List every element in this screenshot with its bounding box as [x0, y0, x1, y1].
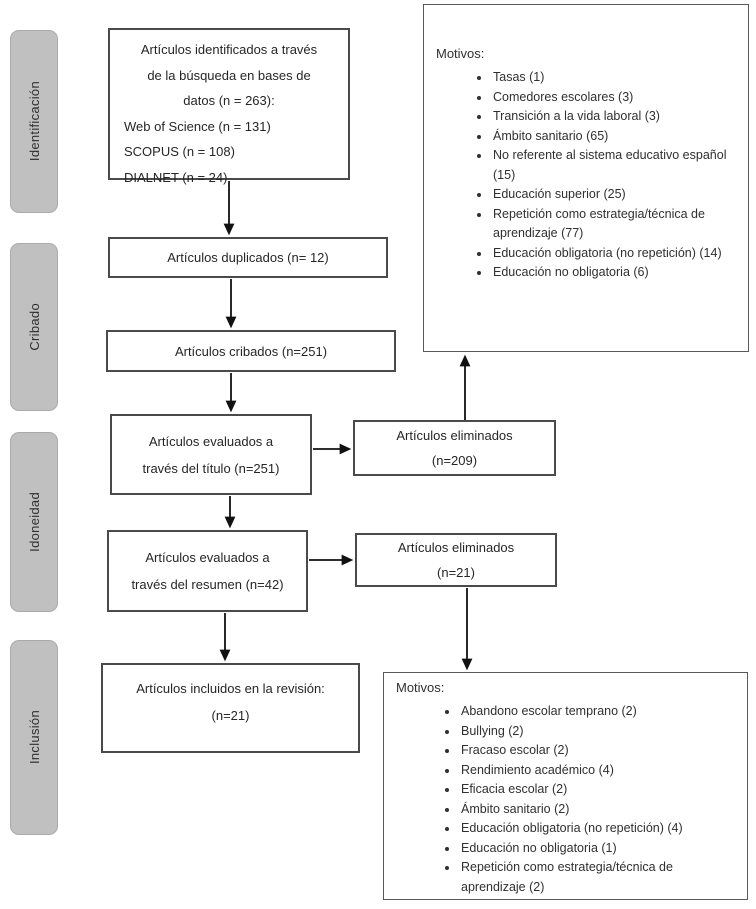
reason-item: Eficacia escolar (2): [459, 780, 739, 800]
reason-item: Transición a la vida laboral (3): [491, 107, 740, 127]
removed-abstract-line-2: (n=21): [437, 565, 475, 580]
reason-item: Educación obligatoria (no repetición) (1…: [491, 244, 740, 264]
box-identified-records: Artículos identificados a través de la b…: [108, 28, 350, 185]
identified-source-scopus: SCOPUS (n = 108): [124, 144, 235, 159]
stage-label-identification-text: Identificación: [26, 81, 42, 162]
stage-label-identification: Identificación: [10, 30, 58, 213]
box-duplicates: Artículos duplicados (n= 12): [108, 237, 388, 278]
stage-label-eligibility-text: Idoneidad: [26, 492, 42, 552]
removed-abstract-line-1: Artículos eliminados: [397, 540, 515, 555]
stage-label-screening-text: Cribado: [26, 303, 42, 351]
included-line-1: Artículos incluidos en la revisión:: [136, 681, 325, 696]
identified-line-1: Artículos identificados a través: [140, 42, 318, 57]
duplicates-text: Artículos duplicados (n= 12): [167, 250, 329, 265]
reason-item: Fracaso escolar (2): [459, 741, 739, 761]
reason-item: Educación obligatoria (no repetición) (4…: [459, 819, 739, 839]
reason-item: Ámbito sanitario (65): [491, 127, 740, 147]
identified-source-dialnet: DIALNET (n = 24): [124, 169, 228, 185]
reason-item: Ámbito sanitario (2): [459, 800, 739, 820]
box-removed-after-title: Artículos eliminados (n=209): [353, 420, 556, 476]
box-evaluated-by-title: Artículos evaluados a través del título …: [110, 414, 312, 495]
reasons-bottom-title: Motivos:: [396, 680, 445, 695]
reasons-bottom-list: Abandono escolar temprano (2)Bullying (2…: [396, 702, 739, 897]
reason-item: No referente al sistema educativo españo…: [491, 146, 740, 185]
identified-line-2: de la búsqueda en bases de: [147, 67, 311, 83]
box-exclusion-reasons-title-stage: Motivos: Tasas (1)Comedores escolares (3…: [423, 4, 749, 352]
included-line-2: (n=21): [211, 708, 250, 723]
reasons-top-title: Motivos:: [436, 46, 485, 61]
reason-item: Bullying (2): [459, 722, 739, 742]
reason-item: Educación superior (25): [491, 185, 740, 205]
abstract-eval-line-1: Artículos evaluados a: [145, 550, 270, 565]
stage-label-eligibility: Idoneidad: [10, 432, 58, 612]
reason-item: Educación no obligatoria (6): [491, 263, 740, 283]
reason-item: Educación no obligatoria (1): [459, 839, 739, 859]
box-removed-after-abstract: Artículos eliminados (n=21): [355, 533, 557, 587]
box-included-in-review: Artículos incluidos en la revisión: (n=2…: [101, 663, 360, 753]
title-eval-line-1: Artículos evaluados a: [148, 433, 274, 449]
box-exclusion-reasons-abstract-stage: Motivos: Abandono escolar temprano (2)Bu…: [383, 672, 748, 900]
identified-line-3: datos (n = 263):: [183, 93, 275, 108]
screened-text: Artículos cribados (n=251): [174, 343, 328, 359]
reason-item: Comedores escolares (3): [491, 88, 740, 108]
identified-source-wos: Web of Science (n = 131): [124, 118, 271, 134]
abstract-eval-line-2: través del resumen (n=42): [131, 577, 284, 592]
reason-item: Abandono escolar temprano (2): [459, 702, 739, 722]
reason-item: Repetición como estrategia/técnica de ap…: [491, 205, 740, 244]
stage-label-inclusion-text: Inclusión: [26, 710, 42, 765]
removed-title-line-1: Artículos eliminados: [396, 428, 513, 443]
box-screened: Artículos cribados (n=251): [106, 330, 396, 372]
reason-item: Repetición como estrategia/técnica de ap…: [459, 858, 739, 897]
reason-item: Rendimiento académico (4): [459, 761, 739, 781]
box-evaluated-by-abstract: Artículos evaluados a través del resumen…: [107, 530, 308, 612]
title-eval-line-2: través del título (n=251): [142, 460, 280, 476]
reasons-top-list: Tasas (1)Comedores escolares (3)Transici…: [436, 68, 740, 283]
reason-item: Tasas (1): [491, 68, 740, 88]
stage-label-inclusion: Inclusión: [10, 640, 58, 835]
removed-title-line-2: (n=209): [431, 453, 478, 468]
stage-label-screening: Cribado: [10, 243, 58, 411]
